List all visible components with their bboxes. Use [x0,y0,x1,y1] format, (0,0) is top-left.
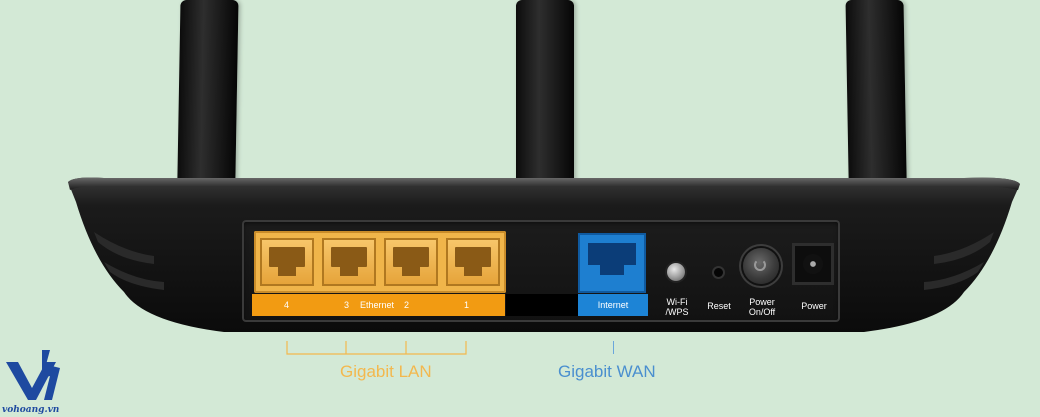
gigabit-lan-caption: Gigabit LAN [340,362,432,381]
reset-label: Reset [707,301,731,311]
wan-port [578,233,646,293]
wan-label-strip: Internet [578,294,648,316]
power-onoff-label-line2: On/Off [748,307,776,317]
wps-label: Wi-Fi /WPS [660,297,694,317]
vh-logo-icon [6,350,60,400]
lan-label-strip: 4 3 Ethernet 2 1 [252,294,505,316]
lan-port-4 [260,238,314,286]
wan-tick [613,341,614,354]
reset-button [714,268,723,277]
wps-label-line2: /WPS [665,307,689,317]
lan-port-1 [446,238,500,286]
lan-port-2 [384,238,438,286]
internet-label: Internet [597,300,629,310]
power-onoff-label: Power On/Off [742,297,782,317]
power-label: Power [801,301,827,311]
ethernet-label: Ethernet [360,300,395,310]
lan-number-4: 4 [284,300,290,310]
power-onoff-button [743,248,779,284]
lan-number-2: 2 [404,300,410,310]
lan-number-1: 1 [464,300,470,310]
power-onoff-label-line1: Power [749,297,775,307]
wps-button [667,263,685,281]
logo-text: vohoang.vn [2,405,60,415]
lan-port-3 [322,238,376,286]
lan-number-3: 3 [344,300,350,310]
wps-label-line1: Wi-Fi [666,297,688,307]
panel-divider-strip [506,294,578,316]
lan-bracket [286,341,467,355]
gigabit-wan-caption: Gigabit WAN [558,362,656,381]
power-dc-jack [792,243,834,285]
